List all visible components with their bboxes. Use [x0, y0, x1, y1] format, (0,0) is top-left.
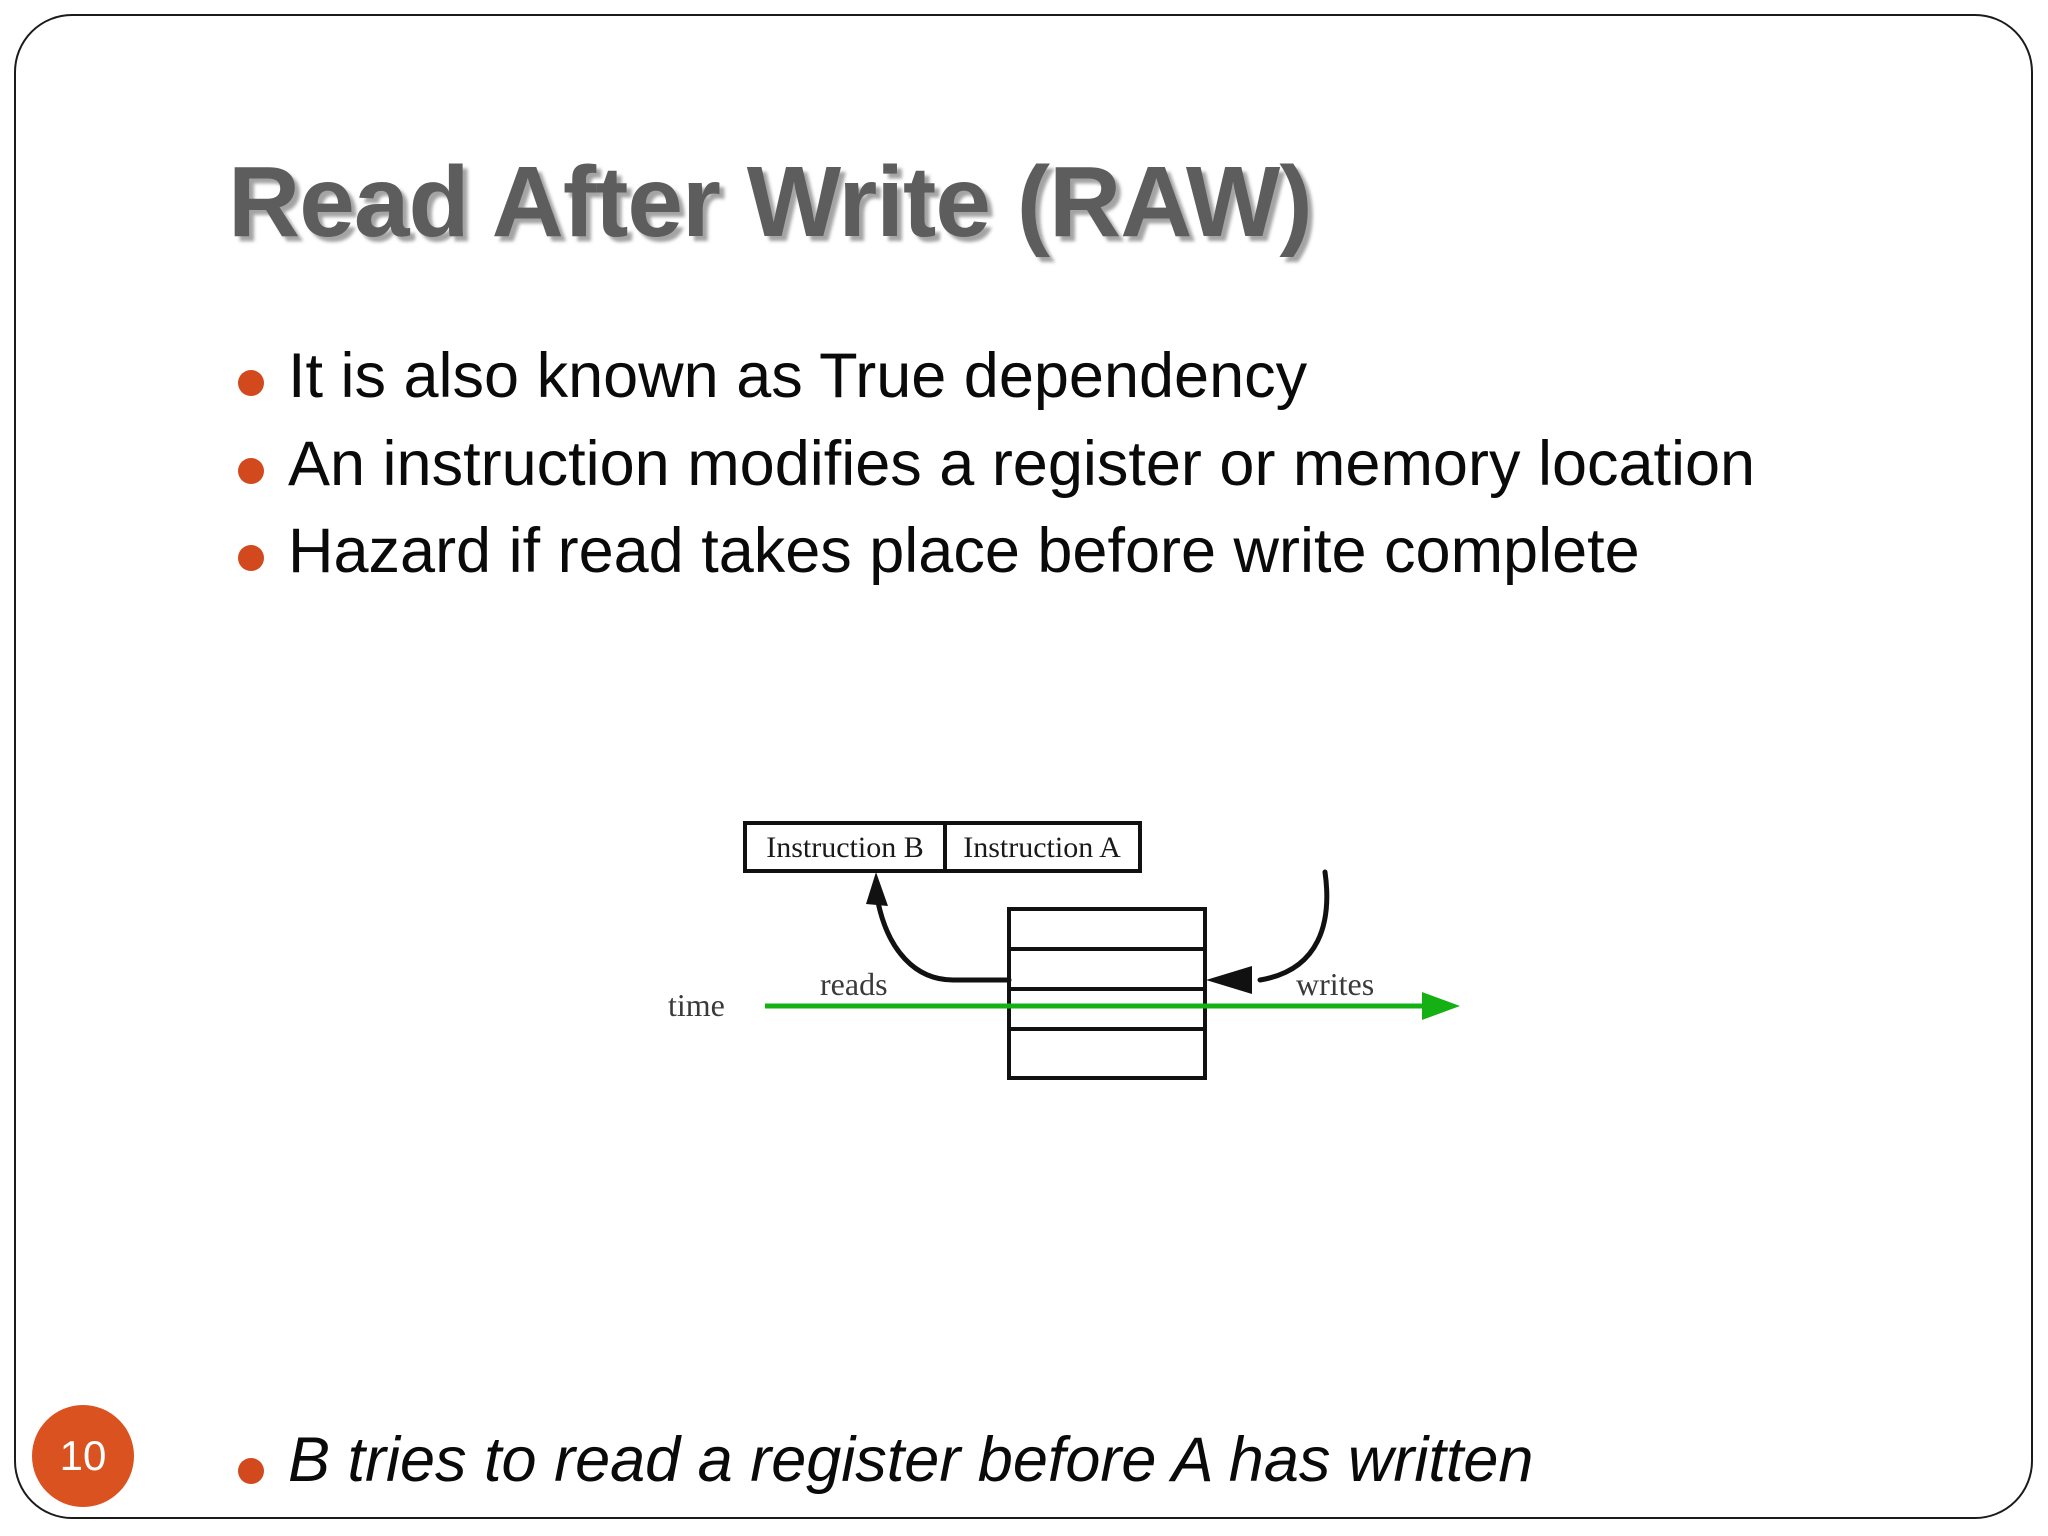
timeline-arrowhead-icon [1422, 992, 1460, 1020]
register-row [1007, 907, 1207, 951]
reads-label: reads [820, 966, 888, 1002]
bullet-dot-icon [238, 545, 264, 572]
instruction-a-label: Instruction A [963, 831, 1121, 864]
slide-border-frame [14, 14, 2033, 1519]
instruction-b-box [743, 821, 947, 873]
list-item: Hazard if read takes place before write … [228, 515, 1878, 589]
reads-arrow-path [875, 899, 1012, 983]
instruction-b-label: Instruction B [766, 831, 924, 864]
footer-list-item: B tries to read a register before A has … [228, 1424, 1988, 1498]
bullet-dot-icon [238, 370, 264, 396]
writes-arrowhead-icon [1206, 966, 1252, 994]
writes-arrow-path [1257, 869, 1330, 983]
bullet-dot-icon [238, 1458, 264, 1484]
bullet-dot-icon [238, 457, 264, 484]
raw-hazard-diagram: Instruction B Instruction A time reads w… [660, 810, 1490, 1100]
register-row [1007, 987, 1207, 1031]
page-number-label: 10 [59, 1432, 107, 1479]
list-item: An instruction modifies a register or me… [228, 428, 1878, 502]
reads-arrowhead-icon [866, 872, 888, 906]
bullet-text: It is also known as True dependency [288, 341, 1308, 411]
bullet-text: An instruction modifies a register or me… [288, 428, 1756, 499]
bullet-list: It is also known as True dependency An i… [228, 340, 1878, 603]
bullet-text: Hazard if read takes place before write … [288, 516, 1640, 587]
page-title: Read After Write (RAW) [228, 146, 1313, 258]
time-label: time [668, 987, 725, 1023]
page-number-badge: 10 [32, 1405, 134, 1507]
footer-bullet-text: B tries to read a register before A has … [288, 1425, 1534, 1495]
register-row [1007, 1027, 1207, 1080]
register-row [1007, 947, 1207, 991]
instruction-a-box [943, 821, 1142, 873]
register-stack [1007, 907, 1207, 1080]
list-item: It is also known as True dependency [228, 340, 1878, 414]
writes-label: writes [1296, 966, 1374, 1002]
